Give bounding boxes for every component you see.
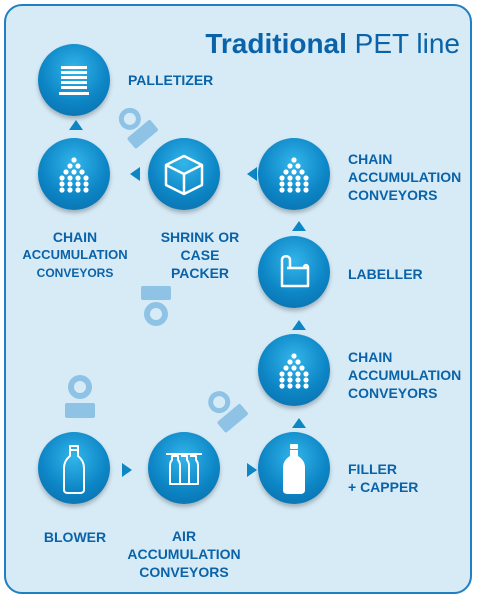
node-shrink-packer [148,138,220,210]
node-labeller [258,236,330,308]
operator-icon [118,107,158,149]
label-chain-left: CHAIN ACCUMULATION CONVEYORS [22,229,128,280]
pallet-stack-icon [59,66,89,95]
flow-arrow-blower-to-air [122,463,132,477]
label-chain-mid-right: CHAIN ACCUMULATION CONVEYORS [348,349,462,401]
label-filler-capper: FILLER + CAPPER [348,461,419,495]
flow-arrow-labeller-to-chain [292,221,306,231]
label-roll-icon [280,255,310,288]
node-blower [38,432,110,504]
node-filler-capper [258,432,330,504]
operator-icon [208,391,248,433]
label-blower: BLOWER [43,529,107,545]
flow-arrow-air-to-filler [247,463,257,477]
diagram-title: Traditional PET line [160,28,460,60]
title-bold: Traditional [205,28,347,59]
flow-arrow-chain-to-palletizer [69,120,83,130]
node-chain-left [38,138,110,210]
label-palletizer: PALLETIZER [128,72,214,88]
bottle-grid-icon [279,353,309,389]
label-labeller: LABELLER [348,266,423,282]
node-chain-mid-right [258,334,330,406]
operator-icon [65,375,95,418]
flow-arrow-filler-to-chain [292,418,306,428]
label-chain-top-right: CHAIN ACCUMULATION CONVEYORS [348,151,462,203]
empty-bottle-icon [63,445,85,494]
title-rest: PET line [346,28,460,59]
bottle-grid-icon [279,157,309,193]
node-palletizer [38,44,110,116]
node-air-accumulation [148,432,220,504]
node-chain-top-right [258,138,330,210]
hanging-bottles-icon [166,453,202,485]
operator-icon [141,286,171,326]
flow-arrow-chain-to-shrink [247,167,257,181]
filled-bottle-icon [283,444,305,494]
flow-arrow-chain-to-labeller [292,320,306,330]
box-icon [164,154,204,196]
label-shrink-packer: SHRINK OR CASE PACKER [160,229,240,281]
flow-arrow-shrink-to-chain [130,167,140,181]
bottle-grid-icon [59,157,89,193]
label-air-accumulation: AIR ACCUMULATION CONVEYORS [127,528,241,580]
